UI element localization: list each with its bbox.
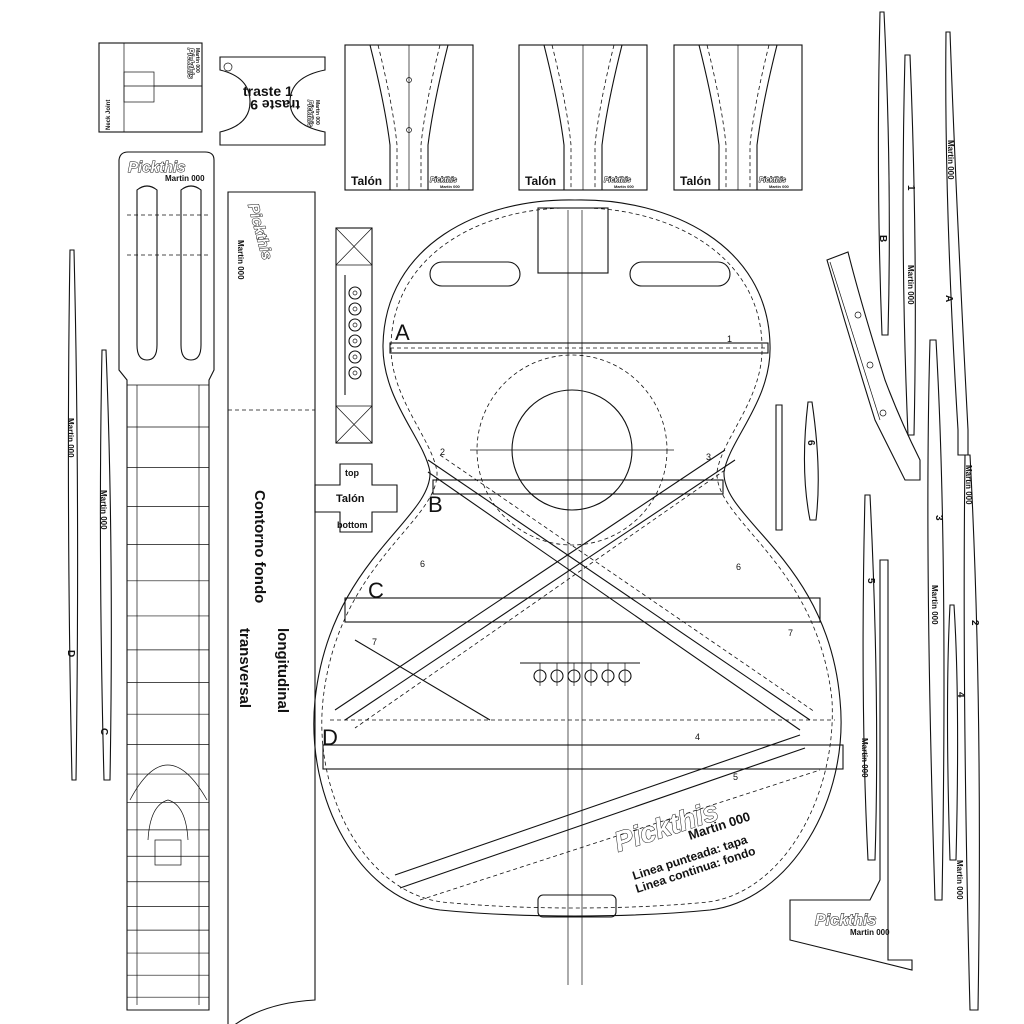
brace-number-4: 4 [695,732,700,742]
heel-template-1-model: Martin 000 [440,184,461,189]
strip-d: D [65,650,76,657]
strip-5: 5 [865,578,876,584]
strip-6: 6 [805,440,816,446]
heel-template-1: Talón Pickthis Martin 000 [344,44,474,191]
strip-3: 3 [933,515,944,521]
body-outline-back [313,199,842,917]
fret-gauge-brand: Pickthis [306,100,313,127]
strip-model-7: Martin 000 [955,860,964,900]
heel-template-2-model: Martin 000 [614,184,635,189]
fret-gauge-top-label: traste 1 [243,83,293,99]
bridge-pin-center [352,306,358,312]
heel-template-3-model: Martin 000 [769,184,790,189]
strip-brand-model: Martin 000 [850,928,890,937]
heel-block-top: top [345,468,359,478]
bridge-pin-center [352,354,358,360]
contour-line3: transversal [236,628,253,708]
strip-c: C [98,728,109,735]
heel-template-2-brand: Pickthis [604,177,631,184]
heel-template-3-brand: Pickthis [759,177,786,184]
body-bridge-pins [533,663,632,686]
heel-block-center: Talón [336,493,365,505]
heel-template-2-label: Talón [525,174,556,188]
heel-template-3-label: Talón [680,174,711,188]
contour-line1: Contorno fondo [251,490,268,603]
heel-template-1-brand: Pickthis [430,177,457,184]
fret-gauge-model: Martin 000 [314,100,320,125]
neck-joint-brand: Pickthis [186,48,195,79]
brace-number-7b: 7 [788,628,793,638]
brace-number-6b: 6 [736,562,741,572]
brace-number-5: 5 [733,772,738,782]
brace-number-1: 1 [727,334,732,344]
heel-block-template: top Talón bottom [314,463,398,533]
brace-number-2: 2 [440,447,445,457]
brace-letter-c: C [368,578,384,603]
neck-joint-template: Neck Joint Pickthis Martin 000 [98,42,203,133]
neck-joint-model: Martin 000 [194,48,200,73]
bridge-pin [348,318,362,332]
brace-number-6a: 6 [420,559,425,569]
strip-b: B [877,235,888,242]
bridge-pin [348,366,362,380]
brace-number-3: 3 [706,452,711,462]
bridge-template [335,227,373,444]
neck-fret-lines [127,384,209,998]
strip-1: 1 [905,185,916,191]
brace-strips: Martin 000 Martin 000 D C Martin 000 1 B… [65,11,980,1011]
brace-letter-b: B [428,492,443,517]
strip-brand: Pickthis [815,912,876,929]
bridge-pin [348,334,362,348]
strip-model-6: Martin 000 [930,585,939,625]
strip-2: 2 [969,620,980,626]
bridge-pin [348,350,362,364]
guitar-body: A B C D 1 2 3 6 6 7 7 4 5 Pickthis Marti… [313,199,844,985]
contour-line2: longitudinal [274,628,291,713]
contour-model: Martin 000 [236,240,245,280]
contour-template: Pickthis Martin 000 Contorno fondo longi… [227,191,316,1024]
strip-model-5: Martin 000 [964,465,973,505]
heel-template-3: Talón Pickthis Martin 000 [673,44,803,191]
bridge-pin [348,302,362,316]
brace-number-7a: 7 [372,637,377,647]
neck-model: Martin 000 [165,174,205,183]
heel-block-bottom: bottom [337,520,368,530]
strip-model-2: Martin 000 [99,490,108,530]
brace-letter-a: A [395,320,410,345]
strip-model-1: Martin 000 [66,418,75,458]
neck-template: Pickthis Martin 000 [118,151,215,1011]
bridge-pin-center [352,338,358,344]
strip-model-3: Martin 000 [946,140,955,180]
brace-letter-d: D [322,725,338,750]
bridge-pin-center [352,370,358,376]
contour-brand: Pickthis [244,202,275,262]
fret-gauge-bottom-label: traste 9 [250,97,300,113]
strip-4: 4 [955,692,966,698]
strip-a: A [943,295,954,302]
strip-model-8: Martin 000 [860,738,869,778]
bridge-pins [348,286,362,380]
heel-template-1-label: Talón [351,174,382,188]
bridge-pin-center [352,322,358,328]
bridge-pin-center [352,290,358,296]
heel-template-2: Talón Pickthis Martin 000 [518,44,648,191]
neck-brand: Pickthis [128,159,186,176]
fret-gauge-template: traste 1 traste 9 Pickthis Martin 000 [219,56,326,146]
bridge-pin [348,286,362,300]
body-outline-top [321,207,833,909]
neck-joint-label: Neck Joint [106,100,112,130]
strip-model-4: Martin 000 [906,265,915,305]
